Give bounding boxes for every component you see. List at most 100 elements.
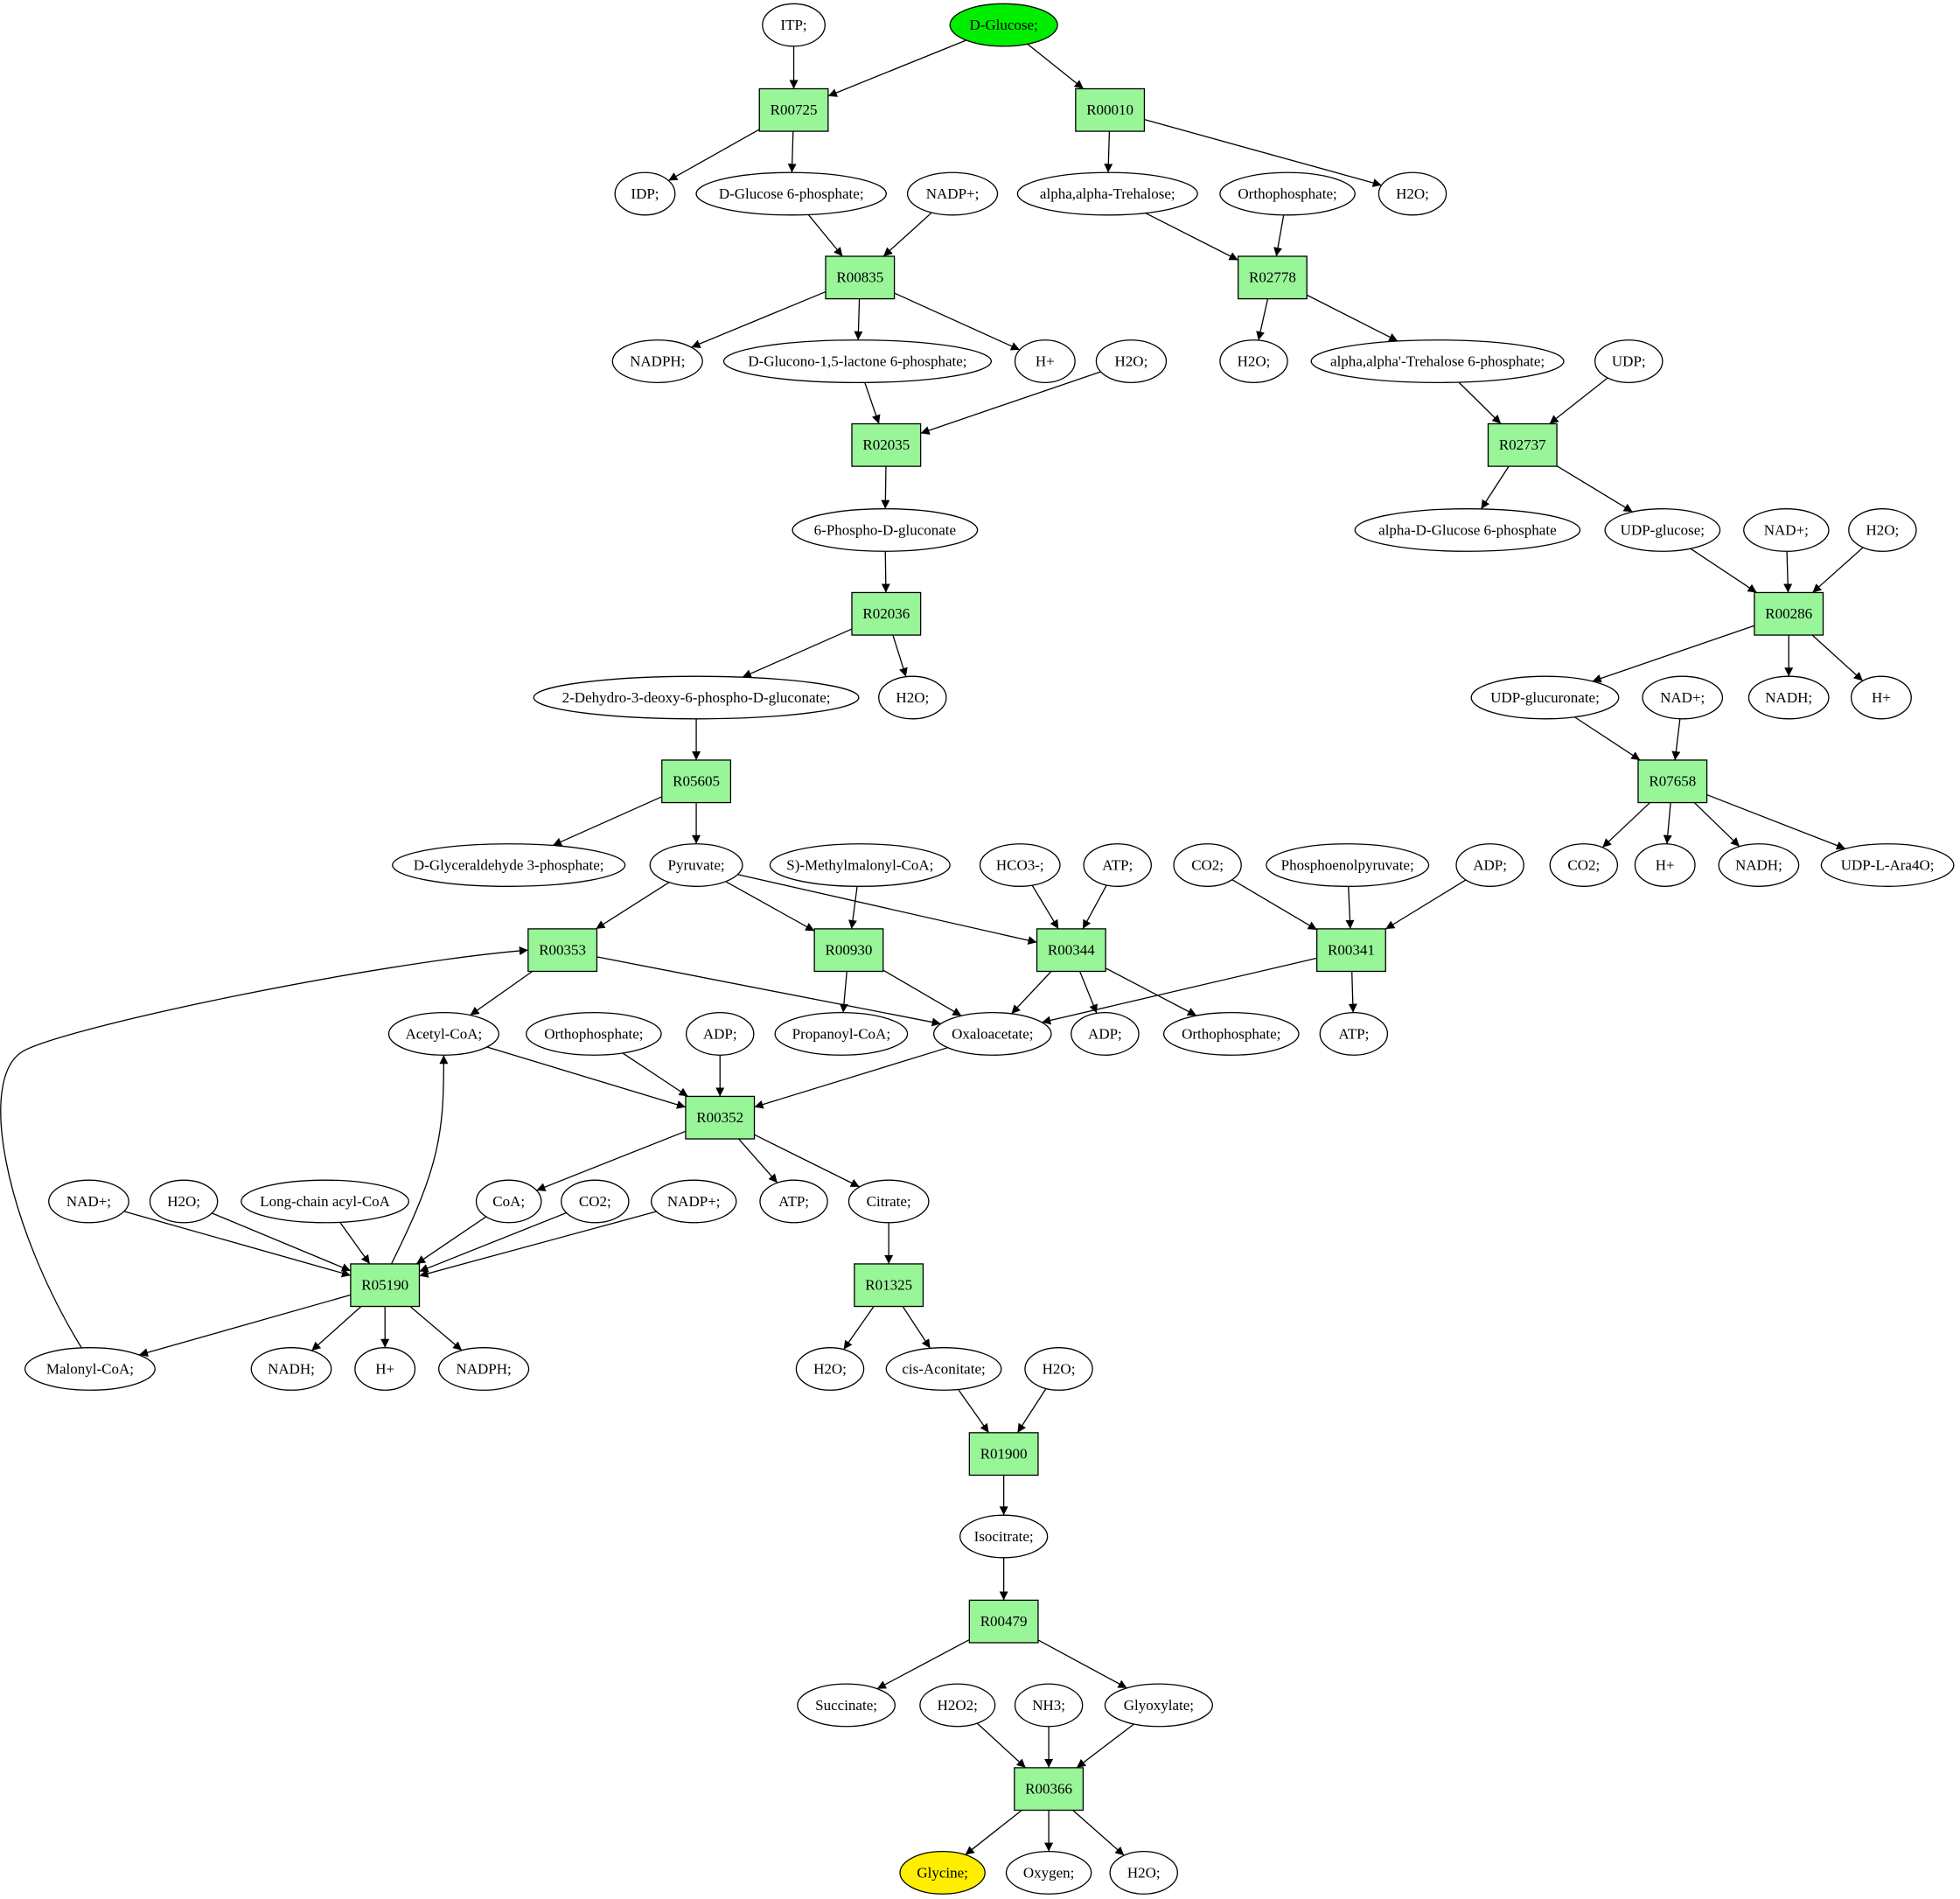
compound-node-hco3[interactable]: HCO3-; bbox=[979, 843, 1061, 887]
reaction-node-r01325[interactable]: R01325 bbox=[854, 1263, 924, 1308]
reaction-node-r00930[interactable]: R00930 bbox=[813, 928, 884, 973]
compound-node-hplus-1[interactable]: H+ bbox=[1014, 339, 1076, 383]
edge-r00930-to-oxaloacetate bbox=[882, 969, 962, 1016]
compound-node-orthophosphate-1[interactable]: Orthophosphate; bbox=[1219, 171, 1356, 216]
compound-label: NH3; bbox=[1032, 1697, 1065, 1714]
compound-node-nadph-1[interactable]: NADPH; bbox=[611, 339, 703, 383]
compound-node-coa[interactable]: CoA; bbox=[475, 1179, 542, 1224]
compound-node-orthophosphate-2[interactable]: Orthophosphate; bbox=[526, 1012, 662, 1056]
compound-node-alpha-g6p[interactable]: alpha-D-Glucose 6-phosphate bbox=[1354, 508, 1581, 552]
reaction-node-r02737[interactable]: R02737 bbox=[1487, 422, 1558, 467]
compound-node-atp-3[interactable]: ATP; bbox=[759, 1179, 828, 1224]
compound-node-nad-2[interactable]: NAD+; bbox=[1642, 675, 1724, 720]
compound-node-hplus-3[interactable]: H+ bbox=[1634, 843, 1696, 887]
compound-node-nadh-2[interactable]: NADH; bbox=[1718, 843, 1800, 887]
compound-node-h2o-7[interactable]: H2O; bbox=[795, 1347, 865, 1391]
compound-node-udp-ara[interactable]: UDP-L-Ara4O; bbox=[1820, 843, 1955, 887]
reaction-node-r00366[interactable]: R00366 bbox=[1014, 1767, 1085, 1812]
compound-node-co2-2[interactable]: CO2; bbox=[1549, 843, 1619, 887]
reaction-node-r07658[interactable]: R07658 bbox=[1637, 759, 1708, 804]
compound-node-nadh-3[interactable]: NADH; bbox=[250, 1347, 332, 1391]
compound-node-h2o-5[interactable]: H2O; bbox=[878, 675, 947, 720]
compound-node-h2o-3[interactable]: H2O; bbox=[1219, 339, 1288, 383]
compound-node-glyoxylate[interactable]: Glyoxylate; bbox=[1104, 1683, 1213, 1728]
compound-node-h2o2[interactable]: H2O2; bbox=[919, 1683, 996, 1728]
compound-node-adp-3[interactable]: ADP; bbox=[1071, 1012, 1140, 1056]
compound-node-nadh-1[interactable]: NADH; bbox=[1747, 675, 1830, 720]
compound-node-h2o-4[interactable]: H2O; bbox=[1848, 508, 1917, 552]
compound-node-oxygen[interactable]: Oxygen; bbox=[1005, 1851, 1092, 1895]
compound-node-h2o-2[interactable]: H2O; bbox=[1095, 339, 1168, 383]
compound-node-h2o-6[interactable]: H2O; bbox=[149, 1179, 219, 1224]
compound-node-trehalose-6p[interactable]: alpha,alpha'-Trehalose 6-phosphate; bbox=[1310, 339, 1565, 383]
compound-node-atp-2[interactable]: ATP; bbox=[1319, 1012, 1389, 1056]
compound-node-adp-1[interactable]: ADP; bbox=[1455, 843, 1524, 887]
compound-node-hplus-2[interactable]: H+ bbox=[1851, 675, 1912, 720]
compound-node-propanoyl-coa[interactable]: Propanoyl-CoA; bbox=[774, 1012, 909, 1056]
edge-r02035-to-phosphogluconate bbox=[881, 466, 890, 509]
compound-node-gap[interactable]: D-Glyceraldehyde 3-phosphate; bbox=[392, 843, 626, 887]
compound-node-isocitrate[interactable]: Isocitrate; bbox=[959, 1514, 1049, 1559]
compound-node-methylmalonyl[interactable]: S)-Methylmalonyl-CoA; bbox=[769, 843, 951, 887]
compound-node-nad-1[interactable]: NAD+; bbox=[1743, 508, 1830, 552]
reaction-node-r00725[interactable]: R00725 bbox=[758, 87, 829, 132]
compound-node-orthophosphate-3[interactable]: Orthophosphate; bbox=[1162, 1012, 1300, 1056]
compound-node-acetyl-coa[interactable]: Acetyl-CoA; bbox=[387, 1012, 499, 1056]
reaction-node-r00341[interactable]: R00341 bbox=[1316, 928, 1386, 973]
compound-node-pyruvate[interactable]: Pyruvate; bbox=[649, 843, 743, 887]
reaction-node-r02036[interactable]: R02036 bbox=[851, 591, 922, 636]
compound-node-malonyl-coa[interactable]: Malonyl-CoA; bbox=[24, 1347, 156, 1391]
compound-label: H2O; bbox=[1866, 521, 1899, 538]
edge-h2o-6-to-r05190 bbox=[212, 1212, 352, 1272]
compound-node-glycine[interactable]: Glycine; bbox=[899, 1851, 986, 1895]
compound-node-h2o-1[interactable]: H2O; bbox=[1378, 171, 1447, 216]
compound-node-idp[interactable]: IDP; bbox=[614, 171, 676, 216]
compound-node-succinate[interactable]: Succinate; bbox=[797, 1683, 896, 1728]
reaction-node-r05605[interactable]: R05605 bbox=[661, 759, 732, 804]
reaction-node-r01900[interactable]: R01900 bbox=[968, 1432, 1039, 1477]
compound-node-cis-aconitate[interactable]: cis-Aconitate; bbox=[885, 1347, 1002, 1391]
reaction-node-r02778[interactable]: R02778 bbox=[1237, 255, 1308, 300]
reaction-node-r00286[interactable]: R00286 bbox=[1754, 591, 1824, 636]
compound-node-nadp-1[interactable]: NADP+; bbox=[906, 171, 999, 216]
compound-node-kdpg[interactable]: 2-Dehydro-3-deoxy-6-phospho-D-gluconate; bbox=[533, 675, 860, 720]
compound-node-long-chain-acyl[interactable]: Long-chain acyl-CoA bbox=[241, 1179, 410, 1224]
reaction-node-r00010[interactable]: R00010 bbox=[1075, 87, 1146, 132]
compound-node-glucono-lactone[interactable]: D-Glucono-1,5-lactone 6-phosphate; bbox=[722, 339, 993, 383]
compound-node-d-glucose[interactable]: D-Glucose; bbox=[949, 3, 1058, 47]
compound-node-hplus-4[interactable]: H+ bbox=[354, 1347, 416, 1391]
reaction-node-r02035[interactable]: R02035 bbox=[851, 422, 922, 467]
edge-udp-glucose-to-r00286 bbox=[1690, 548, 1757, 593]
compound-node-co2-1[interactable]: CO2; bbox=[1173, 843, 1242, 887]
reaction-label: R00341 bbox=[1328, 942, 1375, 959]
reaction-node-r05190[interactable]: R05190 bbox=[350, 1263, 421, 1308]
compound-node-trehalose[interactable]: alpha,alpha-Trehalose; bbox=[1016, 171, 1198, 216]
compound-node-citrate[interactable]: Citrate; bbox=[847, 1179, 930, 1224]
compound-node-nad-3[interactable]: NAD+; bbox=[48, 1179, 129, 1224]
reaction-node-r00352[interactable]: R00352 bbox=[685, 1095, 756, 1140]
compound-node-nadp-2[interactable]: NADP+; bbox=[650, 1179, 737, 1224]
compound-node-atp-1[interactable]: ATP; bbox=[1083, 843, 1152, 887]
compound-node-nadph-2[interactable]: NADPH; bbox=[438, 1347, 530, 1391]
compound-label: ADP; bbox=[703, 1025, 737, 1042]
edge-pyruvate-to-r00353 bbox=[596, 882, 670, 930]
compound-node-udp-glucose[interactable]: UDP-glucose; bbox=[1604, 508, 1721, 552]
compound-node-g6p[interactable]: D-Glucose 6-phosphate; bbox=[695, 171, 887, 216]
reaction-node-r00353[interactable]: R00353 bbox=[527, 928, 598, 973]
compound-node-adp-2[interactable]: ADP; bbox=[685, 1012, 755, 1056]
compound-node-pep[interactable]: Phosphoenolpyruvate; bbox=[1266, 843, 1430, 887]
compound-label: H+ bbox=[1036, 353, 1055, 369]
compound-node-itp[interactable]: ITP; bbox=[762, 3, 826, 47]
compound-node-h2o-9[interactable]: H2O; bbox=[1109, 1851, 1178, 1895]
compound-node-co2-3[interactable]: CO2; bbox=[561, 1179, 630, 1224]
reaction-label: R01325 bbox=[865, 1277, 912, 1294]
reaction-node-r00835[interactable]: R00835 bbox=[825, 255, 896, 300]
compound-node-nh3[interactable]: NH3; bbox=[1014, 1683, 1084, 1728]
compound-node-h2o-8[interactable]: H2O; bbox=[1024, 1347, 1093, 1391]
reaction-node-r00479[interactable]: R00479 bbox=[968, 1599, 1039, 1644]
reaction-node-r00344[interactable]: R00344 bbox=[1036, 928, 1106, 973]
compound-node-phosphogluconate[interactable]: 6-Phospho-D-gluconate bbox=[792, 508, 979, 552]
compound-node-oxaloacetate[interactable]: Oxaloacetate; bbox=[932, 1012, 1052, 1056]
compound-node-udp[interactable]: UDP; bbox=[1594, 339, 1664, 383]
compound-node-udp-glucuronate[interactable]: UDP-glucuronate; bbox=[1470, 675, 1620, 720]
